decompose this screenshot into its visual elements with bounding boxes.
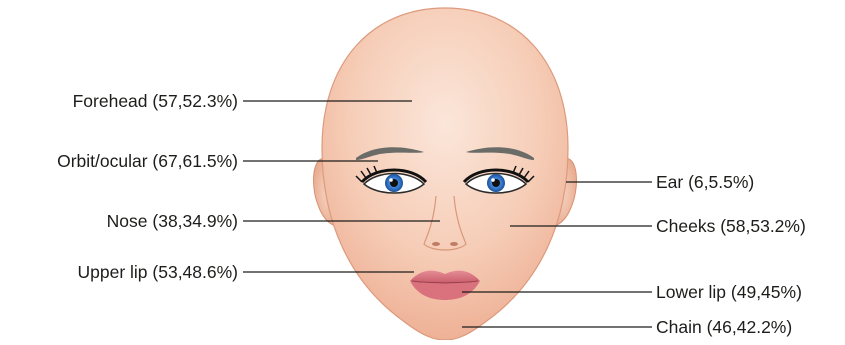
label-lower-lip: Lower lip (49,45%) bbox=[656, 282, 802, 302]
label-forehead: Forehead (57,52.3%) bbox=[73, 91, 238, 111]
label-orbit: Orbit/ocular (67,61.5%) bbox=[57, 151, 238, 171]
label-chin: Chain (46,42.2%) bbox=[656, 317, 792, 337]
label-cheeks: Cheeks (58,53.2%) bbox=[656, 216, 806, 236]
label-upper-lip: Upper lip (53,48.6%) bbox=[78, 262, 239, 282]
label-ear: Ear (6,5.5%) bbox=[656, 172, 754, 192]
label-nose: Nose (38,34.9%) bbox=[107, 211, 238, 231]
